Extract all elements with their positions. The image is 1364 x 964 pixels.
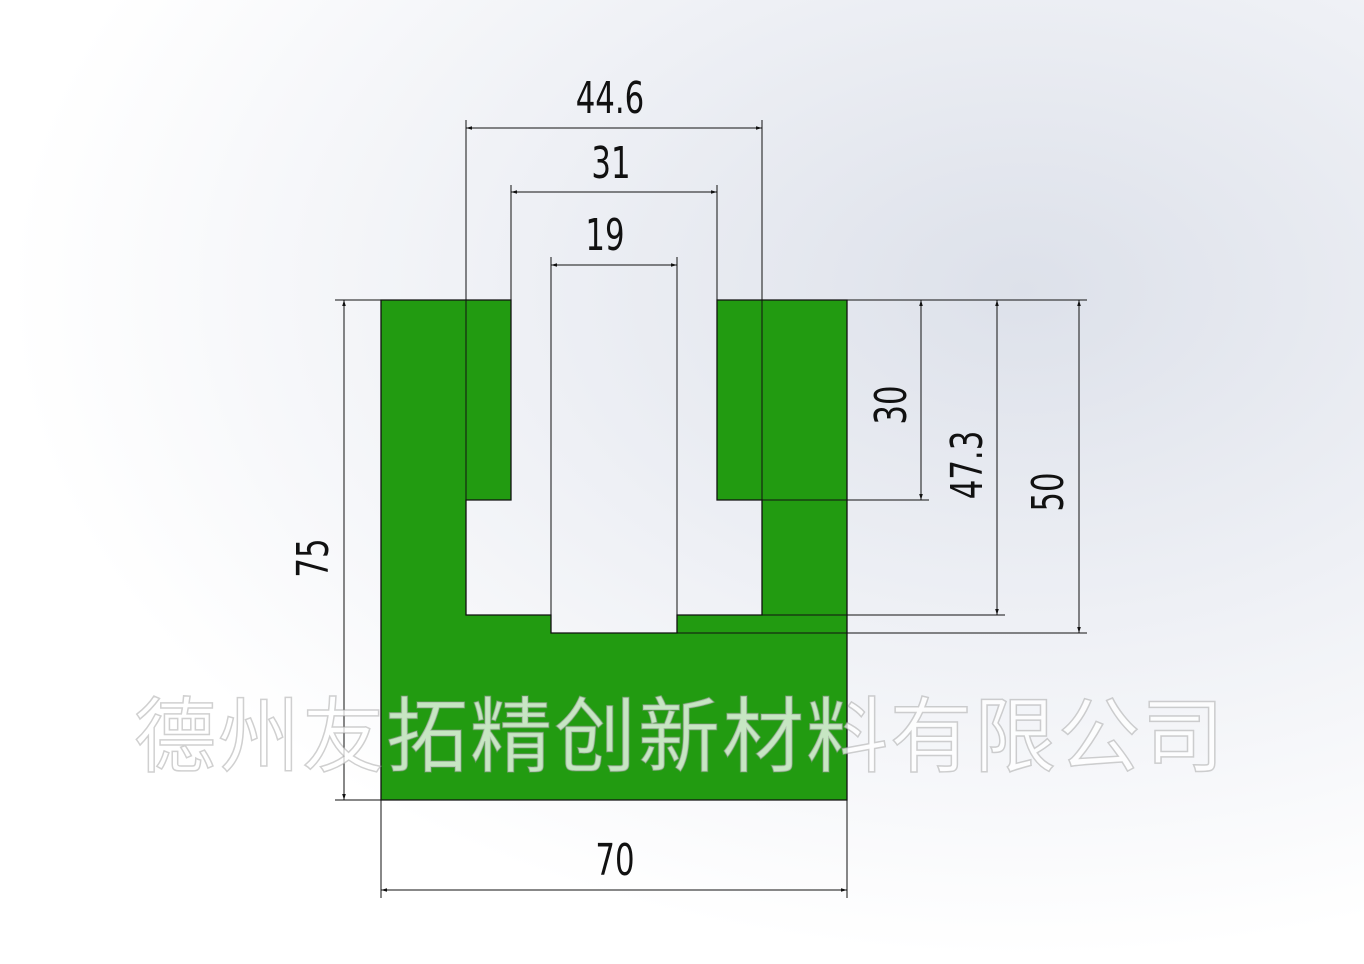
dim-label-75: 75 (287, 538, 338, 577)
dim-label-50: 50 (1022, 472, 1073, 511)
company-watermark: 德州友拓精创新材料有限公司 (134, 690, 1226, 785)
dimension-lines (342, 126, 1081, 892)
dim-label-47-3: 47.3 (941, 431, 992, 500)
dim-label-31: 31 (591, 137, 630, 188)
extension-lines (335, 120, 1087, 898)
dim-label-70: 70 (595, 834, 634, 885)
dim-label-19: 19 (585, 209, 624, 260)
dim-label-30: 30 (865, 385, 916, 424)
dim-label-44-6: 44.6 (576, 72, 645, 123)
